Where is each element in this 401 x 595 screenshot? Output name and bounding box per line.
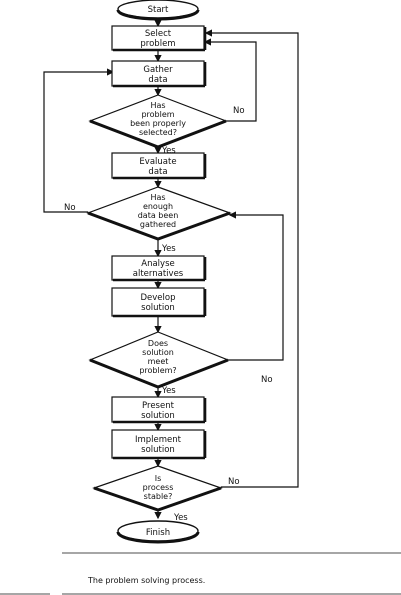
decision-problem-selected: Has problem been properly selected? <box>88 94 228 149</box>
svg-text:problem?: problem? <box>139 366 176 375</box>
evaluate-data-box: Evaluate data <box>111 152 207 180</box>
svg-text:gathered: gathered <box>140 220 176 229</box>
branch-yes-process-stable: Yes <box>173 513 188 523</box>
decision-enough-data: Has enough data been gathered <box>86 186 232 241</box>
svg-text:Does: Does <box>148 339 168 348</box>
select-problem-label-line2: problem <box>140 39 175 49</box>
branch-yes-problem-selected: Yes <box>161 146 176 156</box>
develop-solution-box: Develop solution <box>111 287 207 318</box>
decision-process-stable: Is process stable? <box>92 465 223 512</box>
svg-text:alternatives: alternatives <box>133 269 184 279</box>
finish-label: Finish <box>146 528 170 538</box>
loop-process-stable-no <box>204 29 299 488</box>
start-terminator: Start <box>116 0 200 21</box>
finish-terminator: Finish <box>116 520 200 544</box>
present-solution-box: Present solution <box>111 396 207 424</box>
svg-text:Develop: Develop <box>141 293 176 303</box>
loop-enough-data-no <box>43 68 115 213</box>
select-problem-label-line1: Select <box>145 29 172 39</box>
svg-text:Has: Has <box>150 101 165 110</box>
branch-no-solution-meets: No <box>261 375 273 385</box>
loop-solution-meets-no <box>228 211 284 361</box>
svg-text:enough: enough <box>143 202 173 211</box>
svg-text:been properly: been properly <box>130 119 186 128</box>
svg-text:Has: Has <box>150 193 165 202</box>
svg-text:Evaluate: Evaluate <box>139 157 176 167</box>
analyse-alternatives-box: Analyse alternatives <box>111 255 207 282</box>
svg-text:process: process <box>143 483 174 492</box>
start-label: Start <box>148 5 169 15</box>
select-problem-box: Select problem <box>111 25 207 52</box>
branch-no-enough-data: No <box>64 203 76 213</box>
svg-text:Analyse: Analyse <box>141 259 174 269</box>
svg-text:Present: Present <box>142 401 175 411</box>
svg-text:solution: solution <box>141 411 175 421</box>
decision-solution-meets: Does solution meet problem? <box>88 331 230 389</box>
svg-text:problem: problem <box>141 110 174 119</box>
svg-text:meet: meet <box>148 357 169 366</box>
branch-no-problem-selected: No <box>233 106 245 116</box>
svg-text:Is: Is <box>155 474 162 483</box>
implement-solution-box: Implement solution <box>111 429 207 460</box>
svg-text:solution: solution <box>142 348 174 357</box>
svg-text:data: data <box>148 75 167 85</box>
branch-yes-solution-meets: Yes <box>161 386 176 396</box>
svg-text:data: data <box>148 167 167 177</box>
figure-caption: The problem solving process. <box>87 576 205 585</box>
svg-text:Gather: Gather <box>143 65 173 75</box>
svg-text:Implement: Implement <box>135 435 182 445</box>
loop-problem-selected-no <box>203 38 257 122</box>
gather-data-box: Gather data <box>111 60 207 88</box>
branch-yes-enough-data: Yes <box>161 244 176 254</box>
svg-text:solution: solution <box>141 303 175 313</box>
svg-text:data been: data been <box>138 211 179 220</box>
branch-no-process-stable: No <box>228 477 240 487</box>
svg-text:stable?: stable? <box>144 492 173 501</box>
svg-text:solution: solution <box>141 445 175 455</box>
svg-text:selected?: selected? <box>139 128 177 137</box>
